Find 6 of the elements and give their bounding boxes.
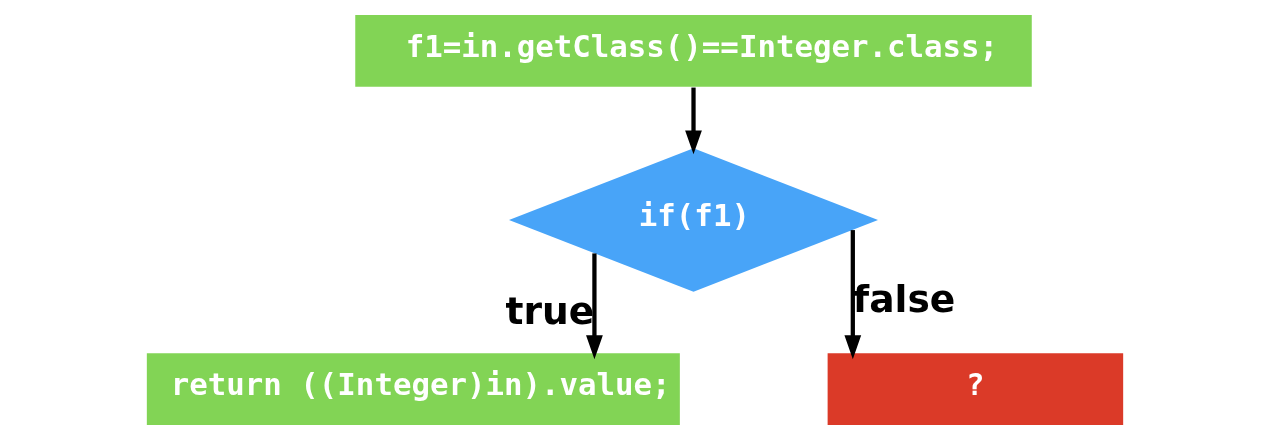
node-box: ? bbox=[827, 353, 1124, 425]
arrow bbox=[586, 253, 603, 360]
node-box: f1=in.getClass()==Integer.class; bbox=[355, 15, 1032, 87]
arrow bbox=[685, 87, 702, 155]
arrow bbox=[844, 230, 862, 360]
node-box: return ((Integer)in).value; bbox=[146, 353, 680, 425]
